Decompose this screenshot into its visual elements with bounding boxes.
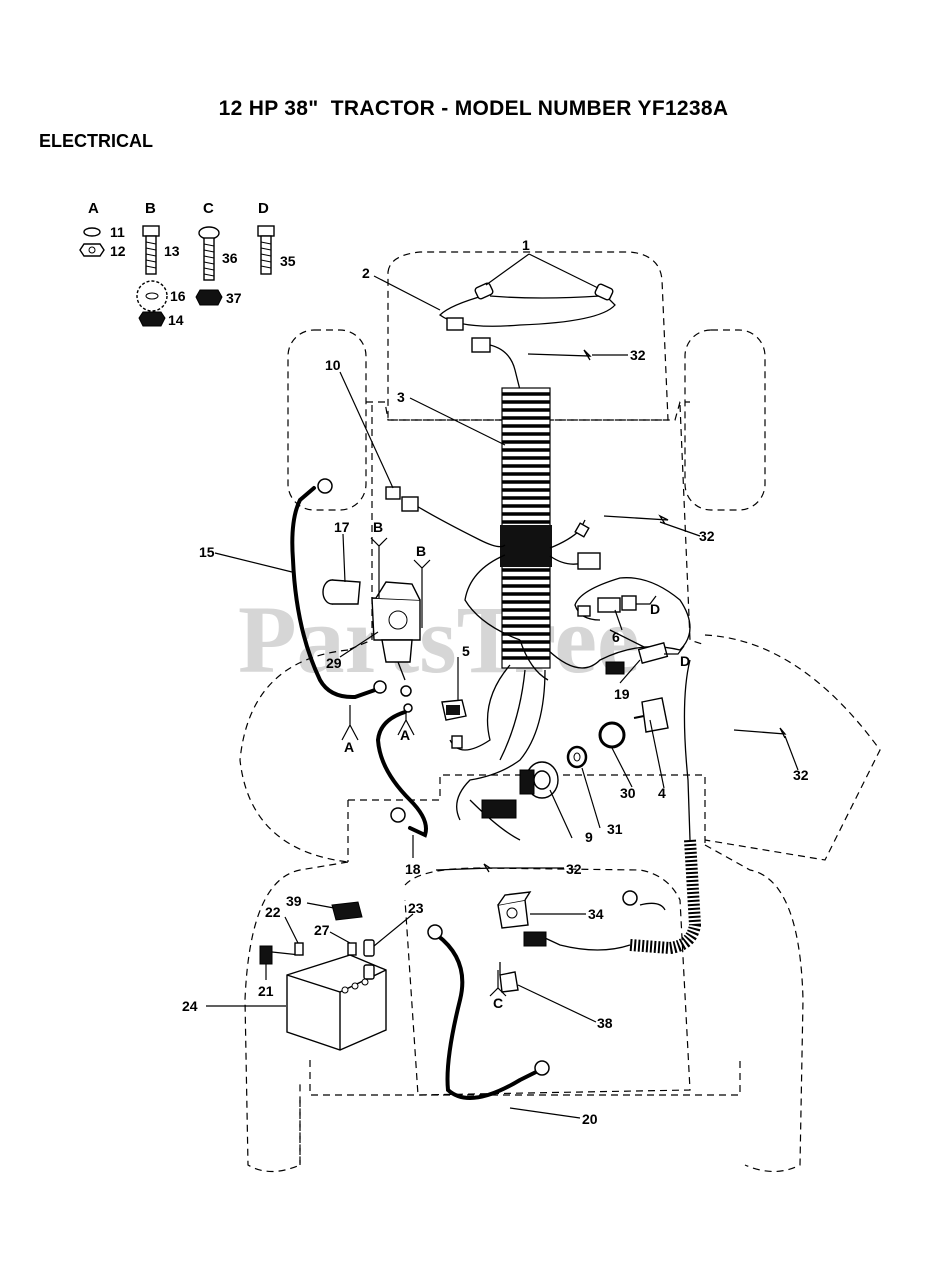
- connector-icon: [446, 317, 464, 331]
- key-item-16: 16: [170, 288, 186, 304]
- callout-21: 21: [258, 983, 274, 999]
- battery-label-icon: [331, 901, 363, 921]
- callout-9: 9: [585, 829, 593, 845]
- ground-cable-20: [435, 933, 542, 1100]
- key-item-12: 12: [110, 243, 126, 259]
- key-col-d: D: [258, 200, 269, 217]
- callout-32-d: 32: [566, 861, 582, 877]
- headlight-bulb-left: [474, 282, 494, 300]
- mount-ref-d: D: [650, 601, 660, 617]
- wire-clip-icon: [499, 962, 519, 993]
- callout-leaders: [206, 253, 799, 1119]
- callout-19: 19: [614, 686, 630, 702]
- page-title: 12 HP 38" TRACTOR - MODEL NUMBER YF1238A: [218, 97, 729, 120]
- solenoid-icon: [371, 581, 421, 681]
- key-item-13: 13: [164, 243, 180, 259]
- callout-32: 32: [630, 347, 646, 363]
- key-col-c: C: [203, 200, 214, 217]
- ignition-switch-icon: [481, 761, 559, 819]
- terminal-nut-icon-27: [347, 942, 357, 956]
- key-item-36: 36: [222, 250, 238, 266]
- callout-3: 3: [397, 389, 405, 405]
- lockwasher-icon: [83, 227, 101, 237]
- callout-29: 29: [326, 655, 342, 671]
- hex-bolt-icon-d: [257, 225, 275, 275]
- battery-cable-18: [375, 710, 428, 838]
- mount-ref-a-2: A: [400, 727, 410, 743]
- mount-ref-c: C: [493, 995, 503, 1011]
- mount-markers: [341, 537, 685, 997]
- battery-icon: [286, 954, 387, 1051]
- callout-4: 4: [658, 785, 666, 801]
- flange-nut-icon: [138, 311, 166, 327]
- callout-numbers: 1 2 3 4 5 6 9 10 15 17 18 19 20 21 22 23…: [182, 237, 809, 1127]
- pto-switch-icon: [605, 642, 669, 675]
- callout-31: 31: [607, 821, 623, 837]
- mount-ref-b-2: B: [416, 543, 426, 559]
- callout-22: 22: [265, 904, 281, 920]
- seat-safety-switch-icon: [497, 891, 547, 947]
- callout-32-b: 32: [699, 528, 715, 544]
- connector-small: [574, 522, 590, 538]
- headlight-harness: [439, 282, 616, 391]
- hex-bolt-icon: [142, 225, 160, 275]
- callout-15: 15: [199, 544, 215, 560]
- callout-23: 23: [408, 900, 424, 916]
- wire-loom: [500, 387, 552, 669]
- rear-harness: [544, 659, 702, 955]
- connector-right: [577, 552, 601, 570]
- callout-5: 5: [462, 643, 470, 659]
- callout-39: 39: [286, 893, 302, 909]
- terminal-boot-icon: [322, 579, 361, 605]
- terminal-bolt-icon: [259, 945, 273, 965]
- key-item-14: 14: [168, 312, 184, 328]
- cable-tie-icons: [435, 349, 787, 873]
- seat-switch-icon: [441, 699, 467, 749]
- main-harness-wires: [414, 504, 691, 841]
- callout-1: 1: [522, 237, 530, 253]
- flange-nut-icon-c: [195, 289, 223, 306]
- callout-30: 30: [620, 785, 636, 801]
- star-washer-icon: [136, 280, 168, 312]
- mount-ref-b: B: [373, 519, 383, 535]
- mount-ref-a: A: [344, 739, 354, 755]
- key-col-a: A: [88, 200, 99, 217]
- callout-18: 18: [405, 861, 421, 877]
- callout-17: 17: [334, 519, 350, 535]
- relay-icon: [633, 697, 669, 733]
- key-col-b: B: [145, 200, 156, 217]
- callout-24: 24: [182, 998, 198, 1014]
- callout-2: 2: [362, 265, 370, 281]
- callout-32-c: 32: [793, 767, 809, 783]
- callout-20: 20: [582, 1111, 598, 1127]
- headlight-bulb-right: [594, 283, 614, 301]
- bezel-ring-icon: [598, 721, 626, 749]
- mount-ref-d-2: D: [680, 653, 690, 669]
- connector-10: [385, 486, 419, 512]
- key-item-35: 35: [280, 253, 296, 269]
- section-title: ELECTRICAL: [39, 131, 153, 151]
- callout-38: 38: [597, 1015, 613, 1031]
- callout-34: 34: [588, 906, 604, 922]
- interlock-switch-icon: [577, 595, 637, 617]
- terminal-cap-icon: [363, 939, 375, 957]
- key-item-11: 11: [110, 224, 125, 240]
- battery-cable-15: [290, 486, 377, 700]
- carriage-screw-icon: [198, 226, 220, 281]
- callout-27: 27: [314, 922, 330, 938]
- connector-icon-2: [471, 337, 491, 353]
- key-item-37: 37: [226, 290, 242, 306]
- terminal-nut-icon: [294, 942, 304, 956]
- callout-6: 6: [612, 629, 620, 645]
- callout-10: 10: [325, 357, 341, 373]
- hardware-key: A B C D 11 12 13 16 14 36 37: [79, 200, 296, 328]
